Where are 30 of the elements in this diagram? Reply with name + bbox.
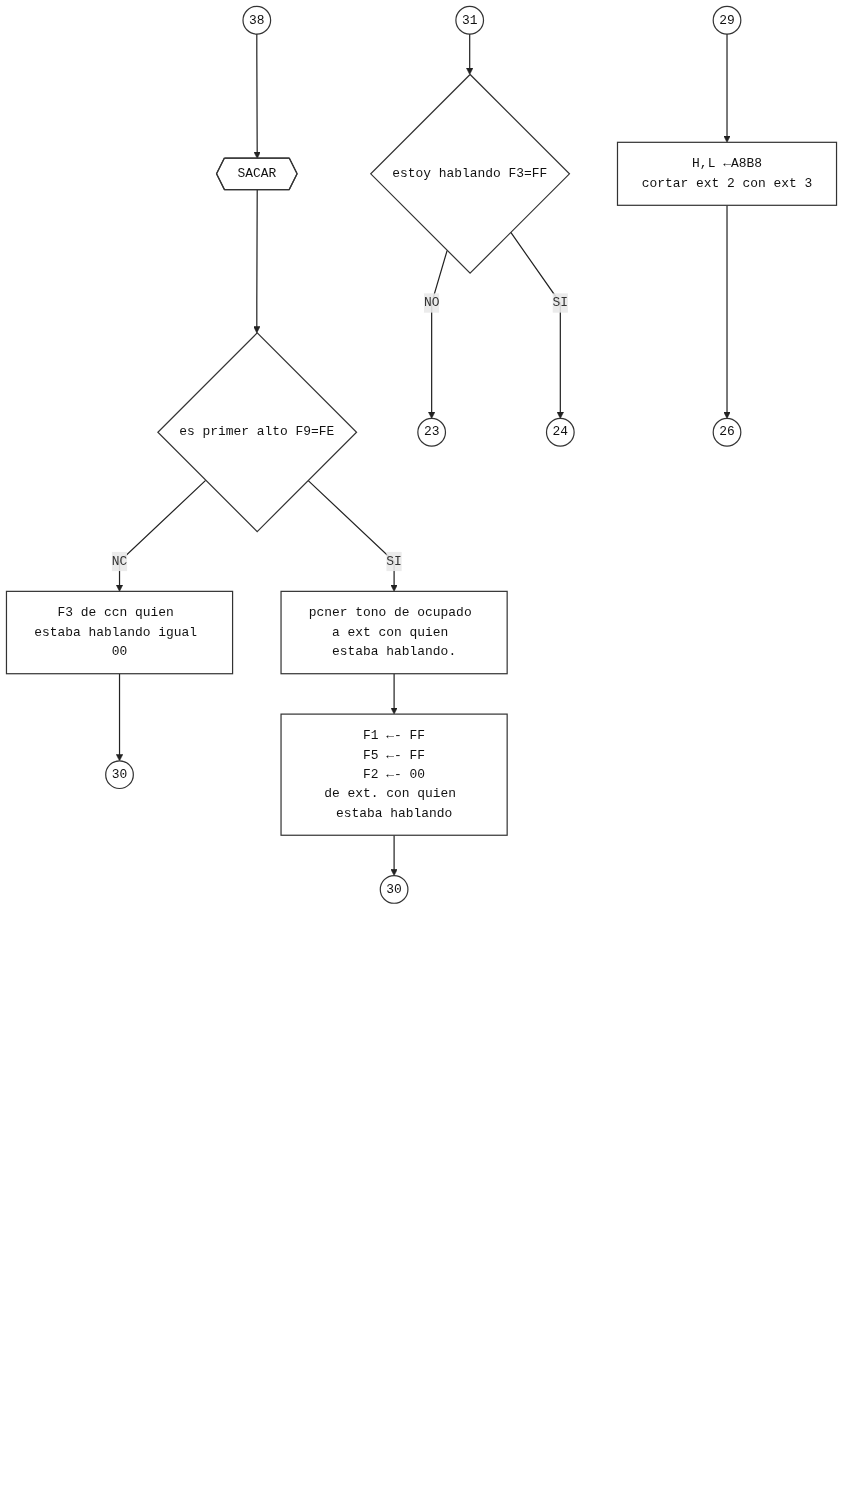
arrow [723,33,731,143]
node-diamond: es primer alto F9=FE [157,332,358,533]
node-circle: 24 [545,417,575,447]
node-box: F3 de ccn quien estaba hablando igual 00 [5,590,234,675]
node-diamond: estoy hablando F3=FF [369,73,571,274]
node-circle: 26 [712,417,742,447]
arrow [115,479,207,592]
node-circle: 38 [242,5,272,35]
arrow [253,189,261,334]
node-circle: 23 [417,417,447,447]
node-circle: 30 [105,760,134,790]
node-box: H,L ←A8B8 cortar ext 2 con ext 3 [616,141,838,206]
node-circle: 29 [712,5,742,35]
arrow [390,834,398,876]
arrow [723,204,731,419]
arrow [115,673,124,762]
node-circle: 31 [455,5,485,35]
arrow [390,673,398,715]
edge-label: NO [423,295,440,311]
node-circle: 30 [379,875,409,904]
node-box: F1 ←- FF F5 ←- FF F2 ←- 00 de ext. con quien estaba hablando [280,713,508,836]
edge-label: SI [552,295,569,311]
arrow [428,249,448,419]
arrow [510,231,564,419]
edge-label: NC [111,554,128,569]
arrow [253,33,261,159]
arrow [307,479,398,592]
node-box: pcner tono de ocupado a ext con quien estaba hablando. [280,590,508,675]
edge-label: SI [386,554,402,569]
arrow [466,33,474,75]
